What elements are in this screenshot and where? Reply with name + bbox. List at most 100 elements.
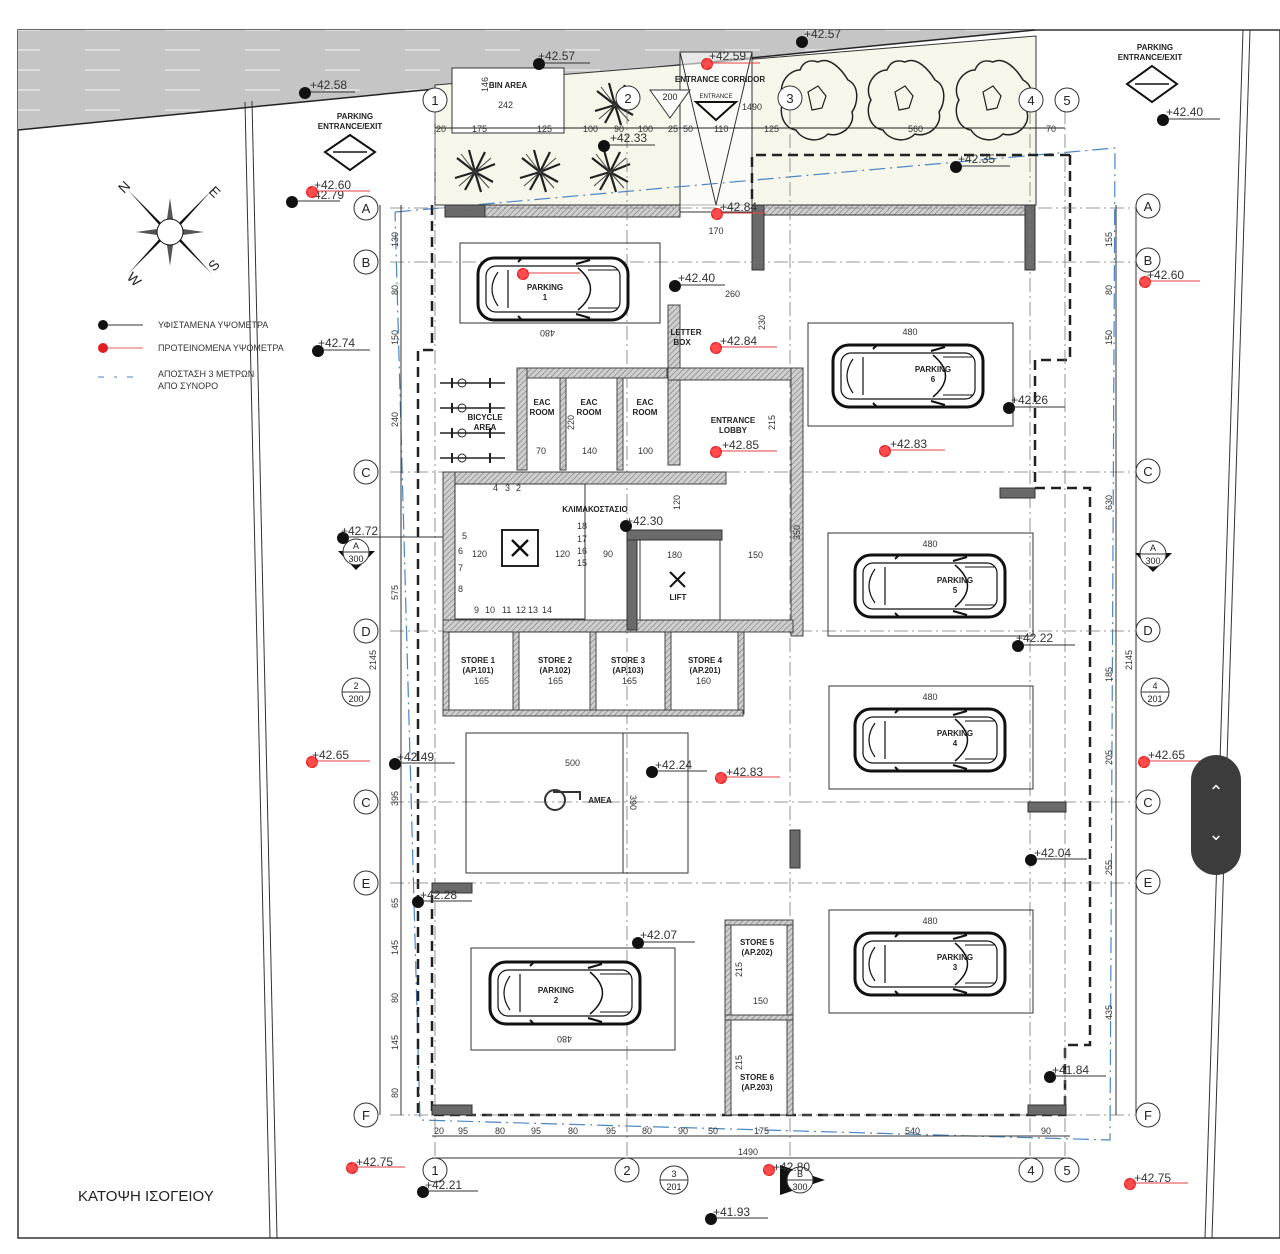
svg-text:F: F — [1144, 1108, 1152, 1123]
svg-text:+42.80: +42.80 — [773, 1160, 810, 1174]
elev-point: +42.75 — [1124, 1171, 1188, 1190]
svg-text:6: 6 — [931, 375, 936, 384]
site-boundary-right — [1204, 29, 1244, 1239]
svg-text:50: 50 — [683, 124, 693, 134]
svg-text:560: 560 — [908, 124, 923, 134]
svg-text:A: A — [1150, 543, 1156, 553]
entrance-arrow-icon — [693, 101, 739, 122]
svg-text:LETTER: LETTER — [670, 328, 701, 337]
svg-text:215: 215 — [734, 1055, 744, 1070]
svg-text:+42.65: +42.65 — [1148, 748, 1185, 762]
svg-text:205: 205 — [1104, 750, 1114, 765]
svg-text:(AP.201): (AP.201) — [690, 666, 721, 675]
svg-text:150: 150 — [390, 330, 400, 345]
svg-text:130: 130 — [390, 232, 400, 247]
svg-text:80: 80 — [390, 285, 400, 295]
existing-elevations: +42.58 +42.57 +42.57 +42.33 +42.35 +42.4… — [286, 27, 1220, 1225]
svg-text:ΑΠΟ ΣΥΝΟΡΟ: ΑΠΟ ΣΥΝΟΡΟ — [158, 381, 218, 391]
svg-text:1490: 1490 — [738, 1147, 758, 1157]
svg-text:5: 5 — [953, 586, 958, 595]
elev-point: +42.57 — [796, 27, 841, 48]
svg-text:435: 435 — [1104, 1005, 1114, 1020]
svg-text:155: 155 — [1104, 232, 1114, 247]
elev-point: +41.84 — [1044, 1063, 1106, 1083]
svg-text:230: 230 — [757, 315, 767, 330]
svg-text:+42.60: +42.60 — [1147, 268, 1184, 282]
svg-text:7: 7 — [458, 563, 463, 573]
top-dimension-chain: 20 175 125 100 90 100 25 50 110 125 560 … — [436, 124, 1056, 134]
svg-text:+42.49: +42.49 — [397, 750, 434, 764]
section-marker-1-200: 200 — [649, 89, 691, 119]
svg-text:+42.59: +42.59 — [709, 49, 746, 63]
svg-text:25: 25 — [668, 124, 678, 134]
svg-text:90: 90 — [603, 549, 613, 559]
svg-text:5: 5 — [462, 531, 467, 541]
svg-text:1: 1 — [543, 293, 548, 302]
elev-point: +42.35 — [950, 152, 1010, 173]
svg-text:12: 12 — [516, 605, 526, 615]
svg-text:3: 3 — [786, 91, 793, 106]
svg-text:200: 200 — [348, 694, 363, 704]
svg-text:PARKING: PARKING — [1137, 43, 1173, 52]
svg-text:+42.84: +42.84 — [720, 334, 757, 348]
site-boundary-left — [244, 101, 271, 1239]
svg-text:4: 4 — [953, 739, 958, 748]
svg-text:215: 215 — [767, 415, 777, 430]
svg-text:5: 5 — [1063, 1163, 1070, 1178]
svg-text:A: A — [1144, 199, 1153, 214]
elev-point: +42.07 — [632, 928, 695, 949]
svg-text:480: 480 — [922, 539, 937, 549]
svg-text:150: 150 — [1104, 330, 1114, 345]
svg-text:3: 3 — [953, 963, 958, 972]
scroll-down-button[interactable]: ⌄ — [1208, 824, 1224, 845]
parking-space-6: 480 PARKING 6 — [807, 322, 1014, 427]
svg-text:15: 15 — [577, 558, 587, 568]
accessible-parking-area: 500 390 AMEA — [465, 732, 689, 874]
svg-text:4: 4 — [1027, 93, 1034, 108]
svg-text:+42.40: +42.40 — [678, 271, 715, 285]
svg-text:+42.65: +42.65 — [312, 748, 349, 762]
svg-text:8: 8 — [458, 584, 463, 594]
svg-text:+42.57: +42.57 — [538, 49, 575, 63]
svg-text:95: 95 — [606, 1126, 616, 1136]
svg-text:201: 201 — [1147, 694, 1162, 704]
existing-level-icon — [98, 320, 108, 330]
svg-text:80: 80 — [390, 993, 400, 1003]
svg-text:+42.07: +42.07 — [640, 928, 677, 942]
svg-text:17: 17 — [577, 534, 587, 544]
svg-text:160: 160 — [696, 676, 711, 686]
svg-text:PARKING: PARKING — [527, 283, 563, 292]
svg-text:1490: 1490 — [742, 102, 762, 112]
svg-text:80: 80 — [495, 1126, 505, 1136]
svg-text:3: 3 — [671, 1169, 676, 1179]
svg-text:PARKING: PARKING — [937, 729, 973, 738]
svg-text:BOX: BOX — [673, 338, 691, 347]
page-scroll-control[interactable]: ⌃ ⌄ — [1191, 755, 1241, 875]
svg-text:140: 140 — [582, 446, 597, 456]
svg-text:145: 145 — [390, 940, 400, 955]
svg-text:PARKING: PARKING — [937, 953, 973, 962]
svg-text:+42.85: +42.85 — [722, 438, 759, 452]
svg-text:240: 240 — [390, 412, 400, 427]
svg-text:150: 150 — [748, 550, 763, 560]
svg-text:STORE 1: STORE 1 — [461, 656, 496, 665]
svg-text:70: 70 — [536, 446, 546, 456]
parking-space-2: PARKING 2 480 — [470, 947, 676, 1051]
svg-text:ENTRANCE: ENTRANCE — [699, 94, 732, 100]
scroll-up-button[interactable]: ⌃ — [1208, 782, 1224, 803]
elev-point: +42.85 — [710, 438, 777, 458]
svg-text:(AP.101): (AP.101) — [463, 666, 494, 675]
svg-text:2: 2 — [353, 681, 358, 691]
svg-text:70: 70 — [1046, 124, 1056, 134]
svg-text:300: 300 — [792, 1182, 807, 1192]
svg-text:C: C — [1143, 464, 1152, 479]
bicycle-area: BICYCLE AREA — [439, 377, 506, 464]
svg-text:80: 80 — [390, 1088, 400, 1098]
svg-text:175: 175 — [472, 124, 487, 134]
svg-text:120: 120 — [555, 549, 570, 559]
svg-text:146: 146 — [480, 77, 490, 92]
elev-point: +41.93 — [705, 1205, 768, 1225]
svg-text:200: 200 — [662, 92, 677, 102]
svg-text:2145: 2145 — [368, 650, 378, 670]
svg-text:B: B — [1144, 253, 1153, 268]
